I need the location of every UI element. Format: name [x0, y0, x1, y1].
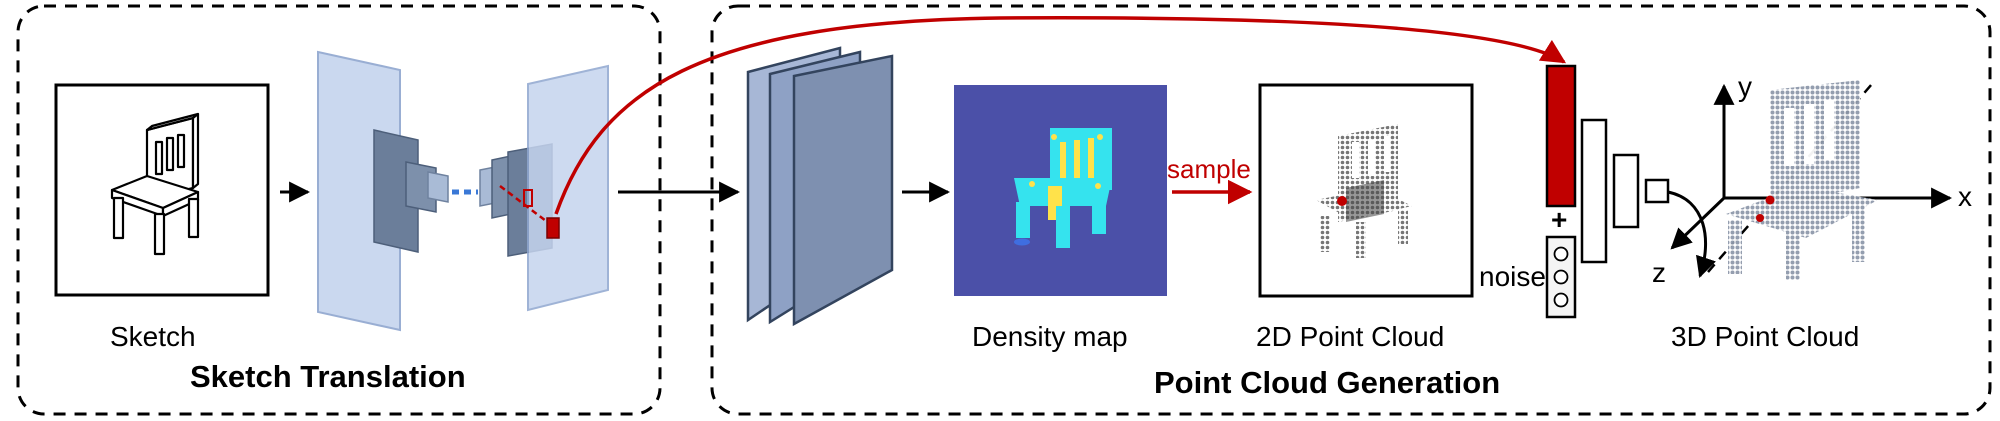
point-cloud-3d-label: 3D Point Cloud	[1671, 321, 1859, 352]
arrow-to-3d	[1667, 190, 1716, 278]
input-plane	[317, 50, 401, 332]
sketch-translation-frame	[16, 4, 662, 416]
point-cloud-2d-chair	[1316, 124, 1412, 258]
point-cloud-generation-frame	[710, 4, 1992, 416]
axis-z-label: z	[1652, 257, 1666, 288]
encoder-block-1	[373, 129, 419, 253]
feature-vector	[1545, 64, 1577, 208]
sketch-chair-icon	[110, 112, 200, 256]
point-cloud-generation-title: Point Cloud Generation	[1154, 365, 1500, 400]
generator-layer-2	[1612, 153, 1640, 229]
axis-x-label: x	[1958, 181, 1972, 212]
feature-patch-small	[523, 189, 533, 207]
sketch-label: Sketch	[110, 321, 196, 352]
sketch-translation-title: Sketch Translation	[190, 359, 466, 394]
generator-network: +	[1545, 64, 1670, 319]
translation-network	[317, 50, 609, 332]
density-chair-icon	[1014, 128, 1112, 248]
sketch-panel	[54, 83, 270, 297]
noise-circle	[1553, 292, 1569, 308]
plus-sign: +	[1551, 204, 1567, 235]
generator-layer-3	[1644, 178, 1670, 204]
noise-label: noise	[1479, 261, 1546, 292]
point-cloud-2d-label: 2D Point Cloud	[1256, 321, 1444, 352]
generator-layer-1	[1580, 118, 1608, 264]
z-axis	[1670, 196, 1726, 250]
feature-map-stack	[746, 46, 894, 327]
bottleneck-block	[427, 171, 449, 203]
noise-circle	[1553, 246, 1569, 262]
sample-label: sample	[1167, 154, 1251, 184]
point-cloud-2d-panel	[1258, 83, 1474, 298]
density-map-panel	[954, 85, 1167, 296]
noise-circle	[1553, 269, 1569, 285]
density-map-label: Density map	[972, 321, 1128, 352]
point-cloud-3d-chair	[1726, 80, 1878, 280]
sampled-point-2d	[1337, 196, 1347, 206]
sampled-point-3d	[1765, 195, 1775, 205]
feature-patch	[546, 217, 560, 239]
feature-arrow	[554, 16, 1567, 215]
axis-y-label: y	[1738, 71, 1752, 102]
projected-point-3d	[1756, 214, 1764, 222]
